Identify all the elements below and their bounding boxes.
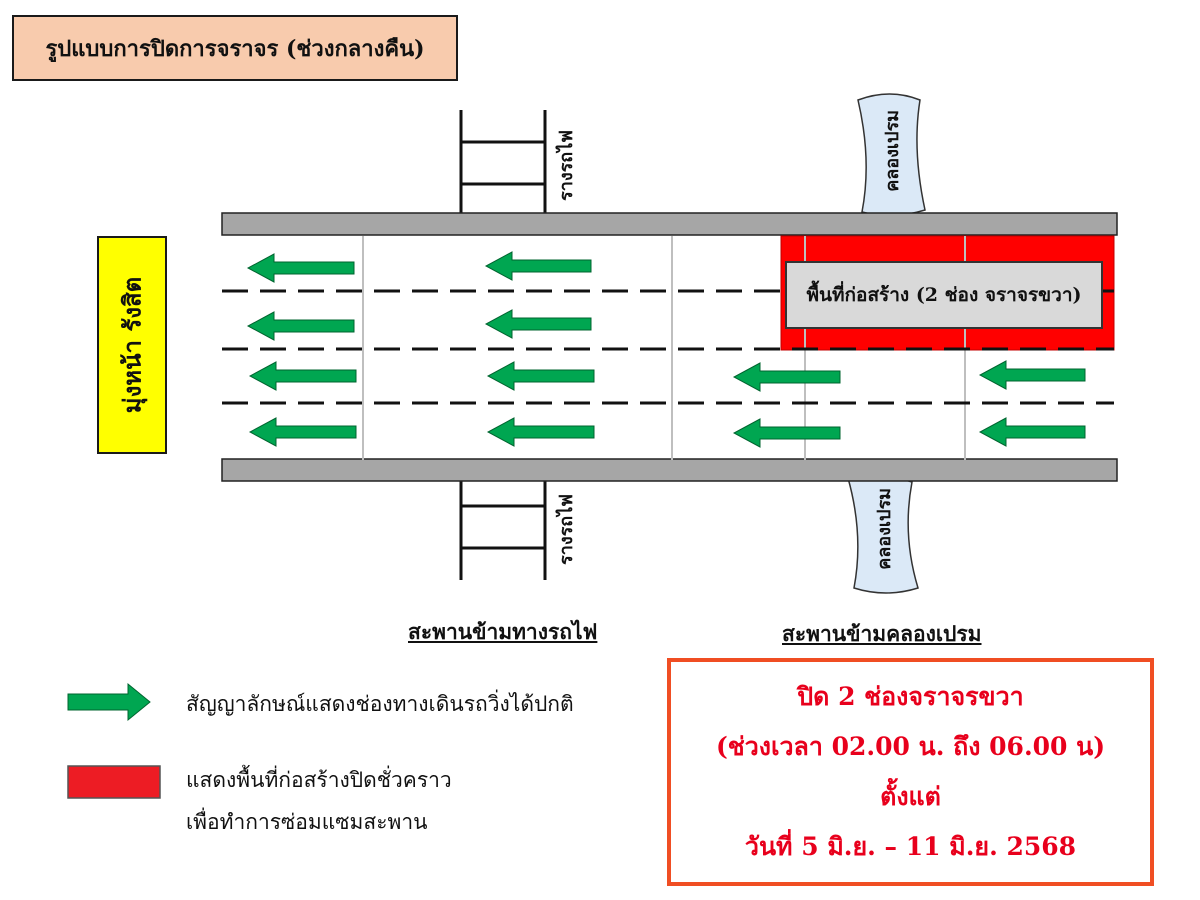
legend-red-text-line2: เพื่อทำการซ่อมแซมสะพาน	[186, 810, 428, 834]
diagram-title-text: รูปแบบการปิดการจราจร (ช่วงกลางคืน)	[45, 35, 425, 62]
legend-red-swatch	[67, 765, 161, 799]
arrow-left-icon	[246, 311, 355, 341]
canal-label-top: คลองเปรม	[882, 110, 903, 192]
notice-line-3: ตั้งแต่	[880, 782, 941, 811]
railway-bridge-label: สะพานข้ามทางรถไฟ	[408, 619, 598, 644]
arrow-left-icon	[248, 417, 357, 447]
arrow-left-icon	[732, 418, 841, 448]
canal-shape-top	[857, 93, 926, 217]
canal-label-bottom: คลองเปรม	[874, 488, 895, 570]
arrow-left-icon	[978, 360, 1086, 390]
arrow-left-icon	[978, 417, 1086, 447]
legend-red-text-line1: แสดงพื้นที่ก่อสร้างปิดชั่วคราว	[186, 768, 452, 792]
road-edge-bottom	[221, 458, 1118, 482]
legend-arrow-text: สัญญาลักษณ์แสดงช่องทางเดินรถวิ่งได้ปกติ	[186, 692, 574, 716]
notice-line-1: ปิด 2 ช่องจราจรขวา	[797, 682, 1024, 711]
railway-label-top: รางรถไฟ	[556, 130, 577, 201]
construction-area-label-text: พื้นที่ก่อสร้าง (2 ช่อง จราจรขวา)	[806, 284, 1082, 306]
direction-sign: มุ่งหน้า รังสิต	[97, 236, 167, 454]
road-edge-top	[221, 212, 1118, 236]
closure-notice: ปิด 2 ช่องจราจรขวา (ช่วงเวลา 02.00 น. ถึ…	[667, 658, 1154, 886]
railway-label-bottom: รางรถไฟ	[556, 494, 577, 565]
railway-track-bottom	[459, 480, 547, 580]
notice-line-2: (ช่วงเวลา 02.00 น. ถึง 06.00 น)	[715, 732, 1106, 761]
legend-arrow-icon	[67, 682, 151, 722]
canal-bridge-label: สะพานข้ามคลองเปรม	[782, 621, 982, 646]
arrow-left-icon	[484, 251, 592, 281]
arrow-left-icon	[246, 253, 355, 283]
arrow-left-icon	[732, 362, 841, 392]
arrow-left-icon	[486, 361, 595, 391]
notice-line-4: วันที่ 5 มิ.ย. – 11 มิ.ย. 2568	[744, 832, 1077, 861]
arrow-left-icon	[486, 417, 595, 447]
lane-arrows	[246, 251, 1086, 448]
railway-track-top	[459, 110, 547, 214]
arrow-left-icon	[248, 361, 357, 391]
diagram-title: รูปแบบการปิดการจราจร (ช่วงกลางคืน)	[12, 15, 458, 81]
construction-area-label: พื้นที่ก่อสร้าง (2 ช่อง จราจรขวา)	[785, 261, 1103, 329]
arrow-left-icon	[484, 309, 592, 339]
